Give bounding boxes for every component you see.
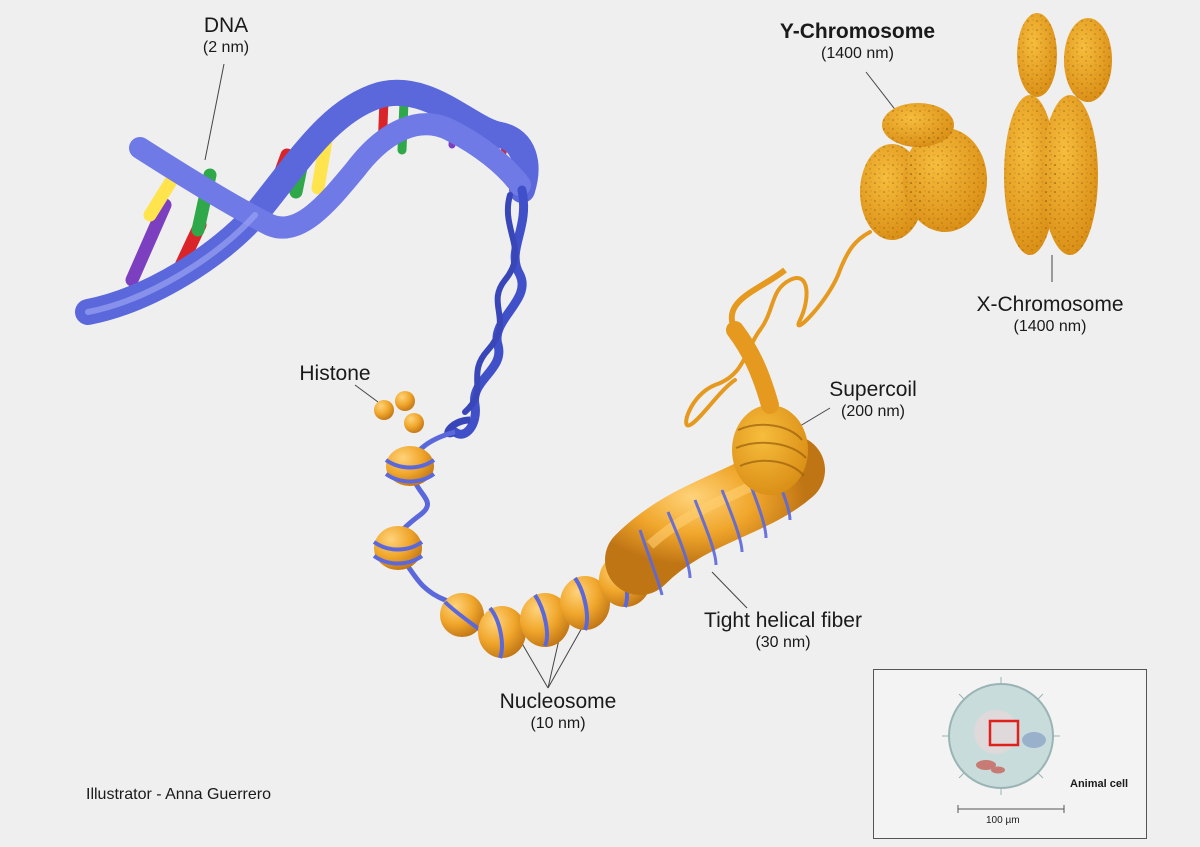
nucleosome	[560, 576, 610, 631]
x-chromosome-title: X-Chromosome	[976, 293, 1124, 316]
x-chromosome-label: X-Chromosome (1400 nm)	[960, 293, 1140, 337]
nucleosome-beads	[372, 446, 651, 659]
histone-title: Histone	[299, 362, 371, 385]
nucleosome	[372, 526, 424, 570]
nucleosome	[440, 593, 484, 637]
dna-strand-b	[129, 113, 531, 239]
y-chromosome-size: (1400 nm)	[821, 44, 894, 62]
tight-fiber-title: Tight helical fiber	[704, 609, 862, 632]
y-chromosome	[860, 103, 987, 240]
nucleosome-title: Nucleosome	[499, 690, 617, 713]
scale-label: 100 µm	[986, 815, 1020, 826]
dna-thin-helix	[450, 185, 529, 439]
tight-fiber-label: Tight helical fiber (30 nm)	[688, 609, 878, 653]
animal-cell-caption: Animal cell	[1070, 778, 1129, 790]
nucleosome-label: Nucleosome (10 nm)	[478, 690, 638, 734]
animal-cell-inset: Animal cell 100 µm	[873, 669, 1147, 839]
histone-balls	[374, 391, 424, 433]
supercoil-label: Supercoil (200 nm)	[818, 378, 928, 422]
supercoil-size: (200 nm)	[840, 402, 906, 420]
leader-lines	[204, 63, 1053, 689]
dna-double-helix	[75, 79, 539, 439]
dna-title: DNA	[203, 14, 249, 37]
supercoil	[726, 267, 808, 495]
nucleosome	[384, 446, 436, 486]
nucleosome	[478, 606, 526, 659]
x-chromosome-size: (1400 nm)	[1013, 317, 1087, 335]
y-chromosome-label: Y-Chromosome (1400 nm)	[765, 20, 950, 64]
x-chromosome	[1004, 13, 1112, 255]
histone-label: Histone	[290, 362, 380, 387]
dna-size: (2 nm)	[202, 38, 250, 56]
zoom-highlight-box	[988, 719, 1020, 747]
tight-fiber-size: (30 nm)	[755, 633, 811, 651]
nucleosome-size: (10 nm)	[530, 714, 586, 732]
illustrator-credit: Illustrator - Anna Guerrero	[86, 786, 271, 803]
supercoil-title: Supercoil	[829, 378, 917, 401]
chromatin-fiber	[684, 230, 872, 428]
dna-label: DNA (2 nm)	[186, 14, 266, 58]
y-chromosome-title: Y-Chromosome	[779, 20, 936, 43]
animal-cell-illustration	[942, 677, 1065, 813]
nucleosome	[520, 593, 570, 647]
